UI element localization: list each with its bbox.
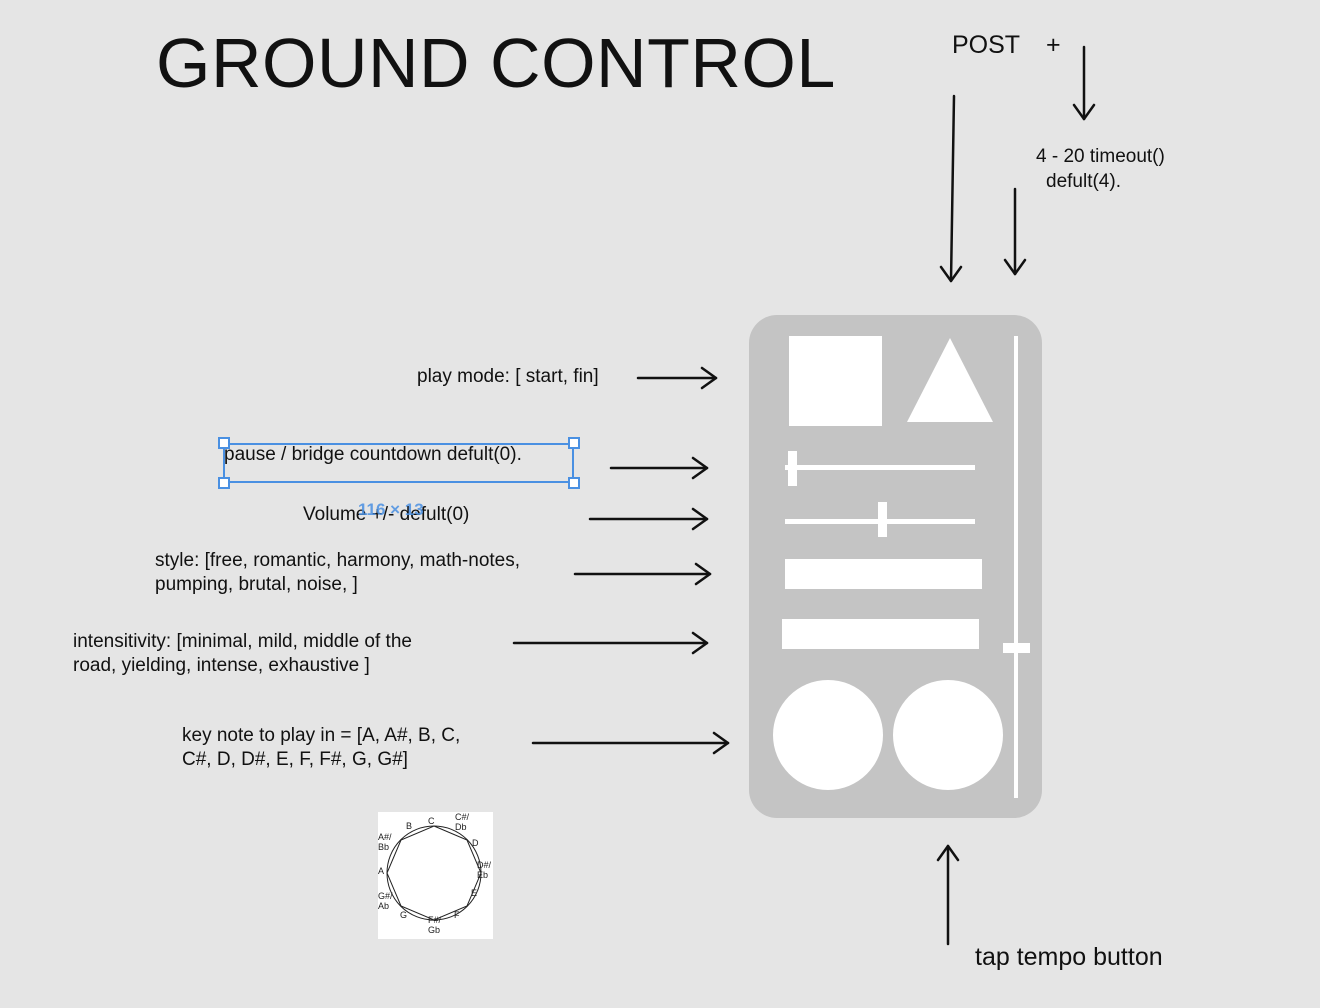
note-wheel-label: F [454, 910, 460, 920]
arrowhead-style [694, 562, 712, 586]
key-note-knob[interactable] [773, 680, 883, 790]
tap-tempo-label: tap tempo button [975, 943, 1163, 971]
pause-label[interactable]: pause / bridge countdown defult(0). [224, 444, 522, 465]
volume-slider-handle[interactable] [878, 502, 887, 537]
timeout-label: 4 - 20 timeout() [1036, 146, 1165, 167]
note-wheel-circle [386, 825, 482, 921]
style-label-line1: style: [free, romantic, harmony, math-no… [155, 550, 521, 571]
selection-handle-top-right[interactable] [568, 437, 580, 449]
intensity-label: intensitivity: [minimal, mild, middle of… [73, 630, 412, 678]
post-label: POST [952, 31, 1021, 59]
selection-handle-bottom-right[interactable] [568, 477, 580, 489]
timeout-default-label: defult(4). [1046, 171, 1121, 192]
note-wheel-label: E [471, 888, 478, 898]
arrowhead-plus [1072, 103, 1096, 121]
arrowhead-post [939, 265, 963, 283]
key-note-label: key note to play in = [A, A#, B, C, C#, … [182, 724, 460, 772]
tap-tempo-button[interactable] [893, 680, 1003, 790]
note-wheel-label: C#/Db [455, 812, 470, 832]
arrow-post [949, 94, 956, 283]
note-wheel-label: D#/Eb [477, 860, 492, 880]
note-wheel-label: G [400, 910, 408, 920]
intensity-label-line1: intensitivity: [minimal, mild, middle of… [73, 631, 412, 652]
volume-label: Volume +/- defult(0) [303, 504, 470, 525]
note-wheel-label: A#/Bb [378, 832, 392, 852]
note-wheel-label: D [472, 838, 479, 848]
arrowhead-pause [691, 456, 709, 480]
intensity-selector-bar[interactable] [782, 619, 979, 649]
play-mode-label: play mode: [ start, fin] [417, 366, 599, 387]
selection-handle-bottom-left[interactable] [218, 477, 230, 489]
stop-square-button[interactable] [789, 336, 882, 426]
style-label: style: [free, romantic, harmony, math-no… [155, 549, 520, 597]
note-wheel-label: B [406, 821, 413, 831]
arrowhead-tap-tempo [936, 844, 960, 862]
style-label-line2: pumping, brutal, noise, ] [155, 574, 358, 595]
arrowhead-key-note [712, 731, 730, 755]
selection-dimensions-badge: 116 × 13 [358, 500, 424, 519]
timeout-slider-handle[interactable] [1003, 643, 1030, 653]
selection-handle-top-left[interactable] [218, 437, 230, 449]
key-note-label-line2: C#, D, D#, E, F, F#, G, G#] [182, 749, 408, 770]
arrowhead-play-mode [700, 366, 718, 390]
timeout-slider-track[interactable] [1014, 336, 1018, 798]
note-wheel-label: A [378, 866, 385, 876]
pause-slider-track[interactable] [785, 465, 975, 470]
note-wheel-label: G#/Ab [378, 891, 393, 911]
note-wheel-label: C [428, 816, 435, 826]
arrowhead-timeout [1003, 258, 1027, 276]
key-note-label-line1: key note to play in = [A, A#, B, C, [182, 725, 461, 746]
arrowhead-volume [691, 507, 709, 531]
style-selector-bar[interactable] [785, 559, 982, 589]
note-wheel-label: F#/Gb [428, 915, 442, 935]
intensity-label-line2: road, yielding, intense, exhaustive ] [73, 655, 370, 676]
arrowhead-intensity [691, 631, 709, 655]
page-title: GROUND CONTROL [156, 24, 836, 102]
pause-slider-handle[interactable] [788, 451, 797, 486]
selection-box[interactable] [223, 443, 574, 483]
play-triangle-button[interactable] [905, 336, 995, 424]
plus-label: + [1046, 31, 1061, 59]
